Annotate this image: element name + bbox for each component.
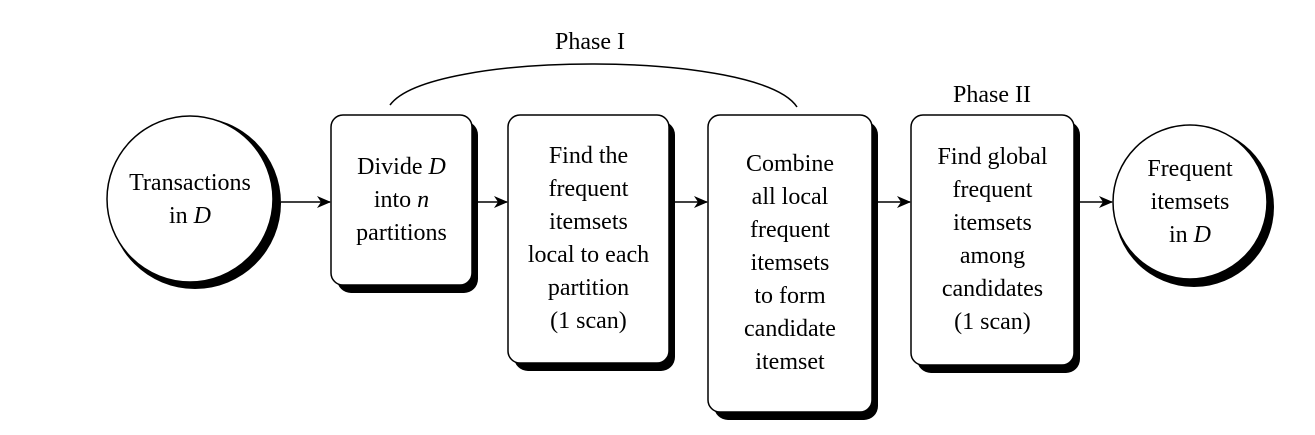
- phase1-label: Phase I: [555, 29, 625, 55]
- transactions-text: Transactions in D: [110, 150, 270, 250]
- find-local-line6: (1 scan): [550, 308, 627, 334]
- find-global-node: [910, 114, 1075, 366]
- find-global-line1: Find global: [937, 144, 1048, 170]
- transactions-line2: in D: [168, 203, 211, 229]
- combine-line5: to form: [754, 283, 826, 309]
- find-global-text: Find global frequent itemsets among cand…: [911, 115, 1074, 365]
- frequent-line2: itemsets: [1150, 188, 1230, 215]
- find-local-line3: itemsets: [549, 209, 628, 235]
- transactions-line1: Transactions: [129, 170, 251, 196]
- frequent-node: [1112, 124, 1268, 280]
- combine-line7: itemset: [755, 349, 825, 375]
- phase2-label: Phase II: [953, 82, 1031, 108]
- divide-node: [330, 114, 473, 286]
- frequent-text: Frequent itemsets in D: [1120, 150, 1260, 254]
- combine-line4: itemsets: [750, 250, 830, 276]
- combine-text: Combine all local frequent itemsets to f…: [708, 115, 872, 412]
- find-local-line4: local to each: [527, 242, 650, 268]
- find-global-line4: among: [959, 243, 1026, 269]
- combine-node: [707, 114, 873, 413]
- transactions-node: [106, 115, 274, 283]
- find-global-line5: candidates: [941, 276, 1044, 302]
- divide-line2: into n: [373, 186, 430, 213]
- find-local-line5: partition: [547, 275, 630, 301]
- combine-line6: candidate: [744, 316, 836, 342]
- find-global-line6: (1 scan): [954, 309, 1031, 335]
- find-global-line3: itemsets: [953, 210, 1032, 236]
- combine-line2: all local: [751, 184, 829, 210]
- combine-line1: Combine: [746, 151, 834, 177]
- phase1-arc: [389, 63, 798, 108]
- combine-line3: frequent: [750, 217, 830, 243]
- find-global-line2: frequent: [952, 177, 1033, 203]
- find-local-text: Find the frequent itemsets local to each…: [508, 115, 669, 363]
- divide-line3: partitions: [356, 219, 447, 246]
- find-local-node: [507, 114, 670, 364]
- find-local-line1: Find the: [548, 143, 629, 169]
- divide-text: Divide D into n partitions: [331, 115, 472, 285]
- divide-line1: Divide D: [357, 153, 446, 180]
- find-local-line2: frequent: [548, 176, 629, 202]
- frequent-line1: Frequent: [1147, 155, 1233, 182]
- frequent-line3: in D: [1168, 221, 1211, 248]
